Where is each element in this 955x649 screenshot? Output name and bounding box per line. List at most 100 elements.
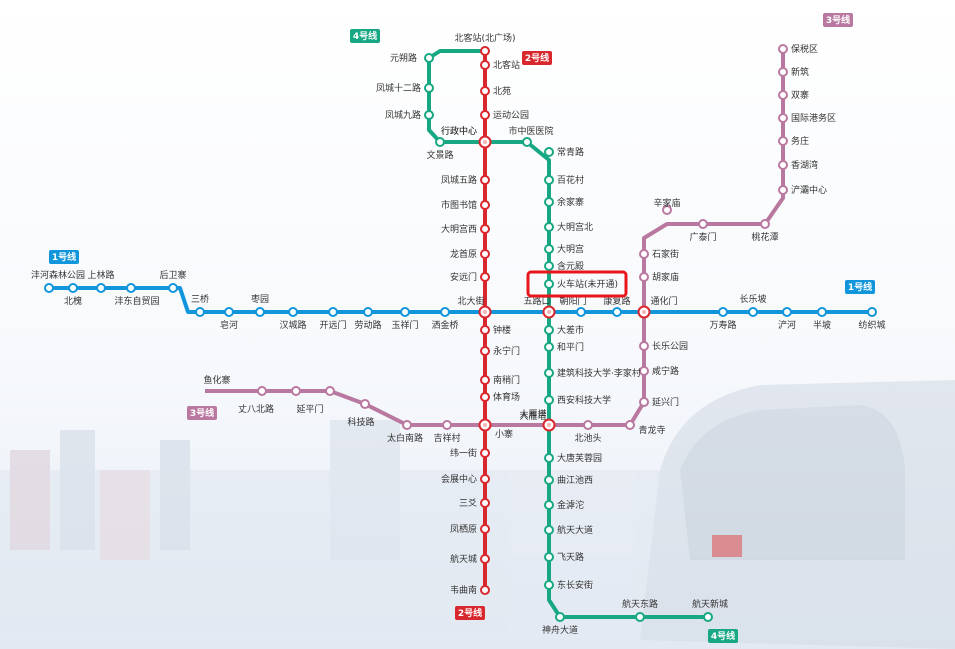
station-dot[interactable] bbox=[440, 307, 450, 317]
station-dot[interactable] bbox=[480, 346, 490, 356]
station-label[interactable]: 后卫寨 bbox=[159, 269, 186, 281]
station-label[interactable]: 万寿路 bbox=[709, 319, 736, 331]
station-label[interactable]: 凤栖原 bbox=[450, 523, 477, 535]
station-dot[interactable] bbox=[544, 197, 554, 207]
station-label[interactable]: 含元殿 bbox=[557, 260, 584, 272]
station-label[interactable]: 市图书馆 bbox=[441, 199, 477, 211]
station-dot[interactable] bbox=[544, 368, 554, 378]
station-dot[interactable] bbox=[639, 397, 649, 407]
station-dot[interactable] bbox=[195, 307, 205, 317]
station-label[interactable]: 大差市 bbox=[557, 324, 584, 336]
station-dot[interactable] bbox=[544, 525, 554, 535]
station-dot[interactable] bbox=[639, 272, 649, 282]
station-label[interactable]: 曲江池西 bbox=[557, 474, 593, 486]
station-label[interactable]: 广泰门 bbox=[689, 231, 716, 243]
station-dot[interactable] bbox=[612, 307, 622, 317]
station-label[interactable]: 通化门 bbox=[650, 295, 677, 307]
station-dot[interactable] bbox=[698, 219, 708, 229]
station-label[interactable]: 凤城九路 bbox=[385, 109, 421, 121]
station-dot[interactable] bbox=[480, 249, 490, 259]
station-label[interactable]: 神舟大道 bbox=[542, 624, 578, 636]
station-dot[interactable] bbox=[480, 448, 490, 458]
station-label[interactable]: 石家街 bbox=[652, 248, 679, 260]
station-dot[interactable] bbox=[544, 453, 554, 463]
station-label[interactable]: 三桥 bbox=[191, 293, 209, 305]
station-label[interactable]: 劳动路 bbox=[354, 319, 381, 331]
station-label[interactable]: 科技路 bbox=[347, 416, 374, 428]
station-label[interactable]: 玉祥门 bbox=[391, 319, 418, 331]
station-dot[interactable] bbox=[817, 307, 827, 317]
station-dot[interactable] bbox=[480, 110, 490, 120]
station-dot[interactable] bbox=[544, 580, 554, 590]
station-label[interactable]: 三爻 bbox=[459, 498, 477, 509]
station-dot[interactable] bbox=[544, 500, 554, 510]
station-label[interactable]: 浐灞中心 bbox=[791, 184, 827, 196]
station-dot[interactable] bbox=[544, 147, 554, 157]
station-label[interactable]: 运动公园 bbox=[493, 110, 529, 121]
station-dot[interactable] bbox=[435, 137, 445, 147]
station-label[interactable]: 北槐 bbox=[64, 295, 82, 307]
station-label[interactable]: 凤城十二路 bbox=[376, 82, 421, 94]
station-dot[interactable] bbox=[544, 261, 554, 271]
station-label[interactable]: 皂河 bbox=[220, 319, 238, 331]
station-dot[interactable] bbox=[291, 386, 301, 396]
station-dot[interactable] bbox=[778, 185, 788, 195]
station-label[interactable]: 吉祥村 bbox=[433, 432, 460, 444]
station-dot[interactable] bbox=[44, 283, 54, 293]
station-label[interactable]: 凤城五路 bbox=[441, 174, 477, 186]
station-label[interactable]: 纬一街 bbox=[450, 447, 477, 459]
station-label[interactable]: 行政中心 bbox=[441, 125, 477, 137]
station-dot[interactable] bbox=[867, 307, 877, 317]
station-label[interactable]: 韦曲南 bbox=[450, 584, 477, 596]
station-dot[interactable] bbox=[778, 136, 788, 146]
station-dot[interactable] bbox=[480, 60, 490, 70]
station-dot[interactable] bbox=[544, 342, 554, 352]
station-label[interactable]: 市中医医院 bbox=[508, 125, 553, 137]
station-dot[interactable] bbox=[255, 307, 265, 317]
station-dot[interactable] bbox=[544, 222, 554, 232]
station-dot[interactable] bbox=[625, 420, 635, 430]
station-label[interactable]: 保税区 bbox=[791, 43, 818, 55]
station-dot[interactable] bbox=[126, 283, 136, 293]
station-label[interactable]: 元朔路 bbox=[390, 52, 417, 64]
station-label[interactable]: 体育场 bbox=[493, 391, 520, 403]
station-dot[interactable] bbox=[480, 524, 490, 534]
station-dot[interactable] bbox=[480, 474, 490, 484]
station-dot[interactable] bbox=[402, 420, 412, 430]
station-label[interactable]: 北苑 bbox=[493, 85, 511, 97]
station-label[interactable]: 飞天路 bbox=[557, 551, 584, 563]
station-label[interactable]: 长乐坡 bbox=[739, 293, 766, 305]
station-dot[interactable] bbox=[544, 395, 554, 405]
station-dot[interactable] bbox=[480, 46, 490, 56]
station-dot[interactable] bbox=[778, 67, 788, 77]
station-dot[interactable] bbox=[555, 612, 565, 622]
station-label[interactable]: 建筑科技大学·李家村 bbox=[557, 367, 641, 379]
station-label[interactable]: 文景路 bbox=[426, 149, 453, 161]
station-dot[interactable] bbox=[639, 341, 649, 351]
station-dot[interactable] bbox=[760, 219, 770, 229]
station-label[interactable]: 五路口 bbox=[523, 295, 550, 307]
station-dot[interactable] bbox=[480, 498, 490, 508]
station-dot[interactable] bbox=[360, 399, 370, 409]
station-label[interactable]: 务庄 bbox=[791, 135, 809, 147]
station-dot[interactable] bbox=[325, 386, 335, 396]
station-dot[interactable] bbox=[68, 283, 78, 293]
station-dot[interactable] bbox=[662, 205, 672, 215]
station-dot[interactable] bbox=[400, 307, 410, 317]
station-label[interactable]: 航天大道 bbox=[557, 524, 593, 536]
station-dot[interactable] bbox=[635, 612, 645, 622]
station-dot[interactable] bbox=[288, 307, 298, 317]
station-label[interactable]: 东长安街 bbox=[557, 579, 593, 591]
station-dot[interactable] bbox=[424, 53, 434, 63]
station-dot[interactable] bbox=[778, 160, 788, 170]
station-label[interactable]: 桃花潭 bbox=[751, 231, 778, 243]
station-label[interactable]: 上林路 bbox=[87, 269, 114, 281]
station-dot[interactable] bbox=[576, 307, 586, 317]
station-dot[interactable] bbox=[480, 200, 490, 210]
station-label[interactable]: 大雁塔 bbox=[519, 408, 546, 420]
station-label[interactable]: 行政中心 bbox=[441, 125, 477, 137]
station-dot[interactable] bbox=[480, 272, 490, 282]
station-label[interactable]: 延平门 bbox=[296, 403, 323, 415]
station-label[interactable]: 纺织城 bbox=[858, 319, 885, 331]
station-dot[interactable] bbox=[424, 83, 434, 93]
